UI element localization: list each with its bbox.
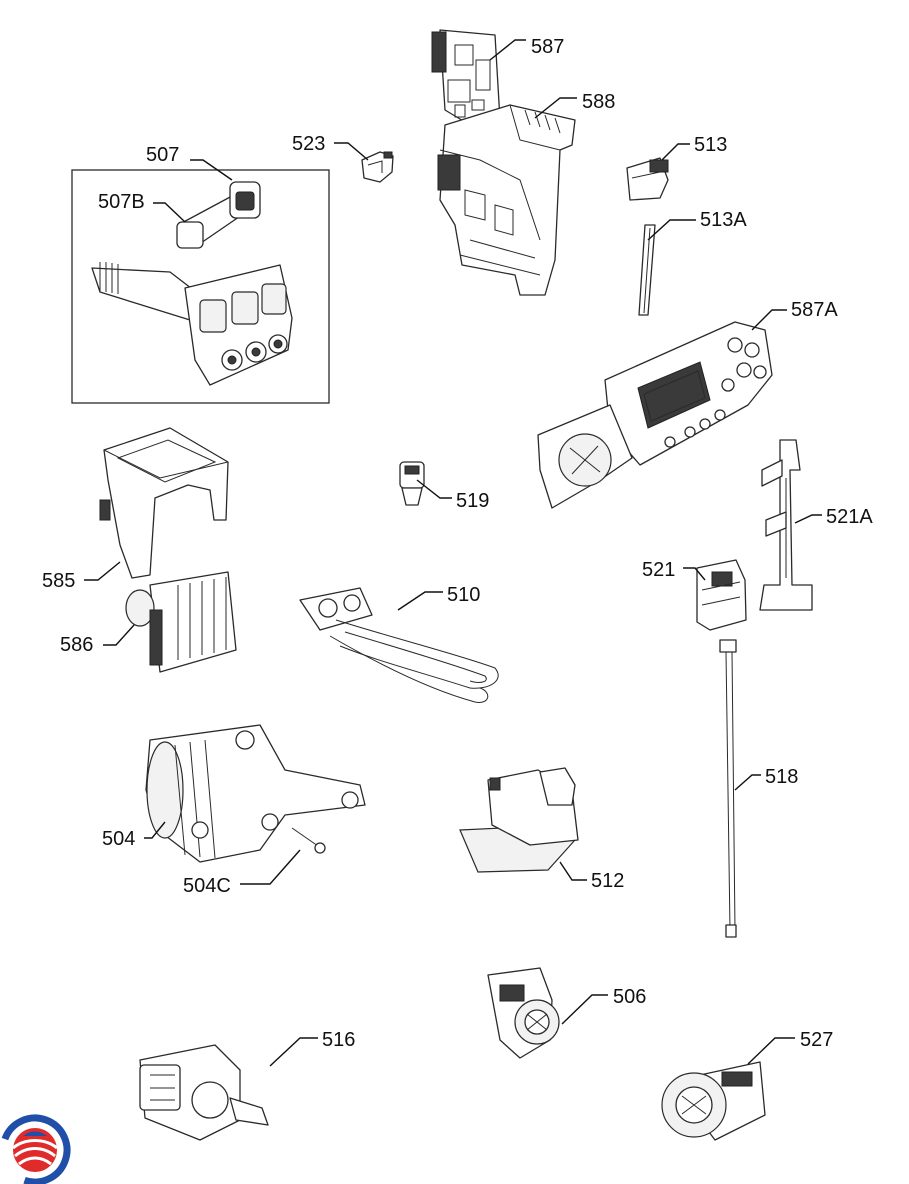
part-510-heater	[299, 587, 499, 703]
part-588-board-bracket	[437, 104, 576, 296]
callout-527: 527	[800, 1029, 833, 1051]
part-587a-display-module	[537, 321, 773, 509]
callout-504: 504	[102, 828, 135, 850]
part-504c-screw	[291, 827, 326, 854]
callout-587a: 587A	[791, 299, 838, 321]
callout-523: 523	[292, 133, 325, 155]
part-527-pump	[661, 1061, 766, 1141]
callout-512: 512	[591, 870, 624, 892]
part-504-motor	[145, 724, 366, 863]
callout-516: 516	[322, 1029, 355, 1051]
callout-507b: 507B	[98, 191, 145, 213]
brand-logo	[0, 1114, 71, 1184]
callout-513a: 513A	[700, 209, 747, 231]
callout-507: 507	[146, 144, 179, 166]
part-507-water-valve	[91, 262, 293, 386]
part-585-cover	[99, 427, 229, 579]
callout-521a: 521A	[826, 506, 873, 528]
callout-521: 521	[642, 559, 675, 581]
part-513a-rod	[638, 224, 656, 316]
part-512-dispenser	[459, 767, 579, 873]
callout-587: 587	[531, 36, 564, 58]
callout-588: 588	[582, 91, 615, 113]
part-521-door-lock	[696, 559, 747, 631]
part-523-clip	[361, 151, 394, 183]
part-518-rod	[719, 639, 737, 938]
callout-518: 518	[765, 766, 798, 788]
callout-510: 510	[447, 584, 480, 606]
callout-519: 519	[456, 490, 489, 512]
part-521a-lock-rod	[759, 439, 813, 611]
leader-lines	[84, 39, 822, 1067]
callout-504c: 504C	[183, 875, 231, 897]
part-516-pump	[139, 1044, 269, 1141]
callout-586: 586	[60, 634, 93, 656]
callout-585: 585	[42, 570, 75, 592]
callout-labels: 587 588 523 513 507 507B 513A 587A 519 5…	[42, 36, 873, 1051]
part-586-filter	[125, 571, 237, 673]
part-507-frame	[71, 169, 330, 404]
part-506-drain-pump	[487, 967, 560, 1059]
callout-506: 506	[613, 986, 646, 1008]
part-513-sensor	[626, 157, 669, 201]
part-507b-valve-seal	[176, 181, 261, 249]
callout-513: 513	[694, 134, 727, 156]
